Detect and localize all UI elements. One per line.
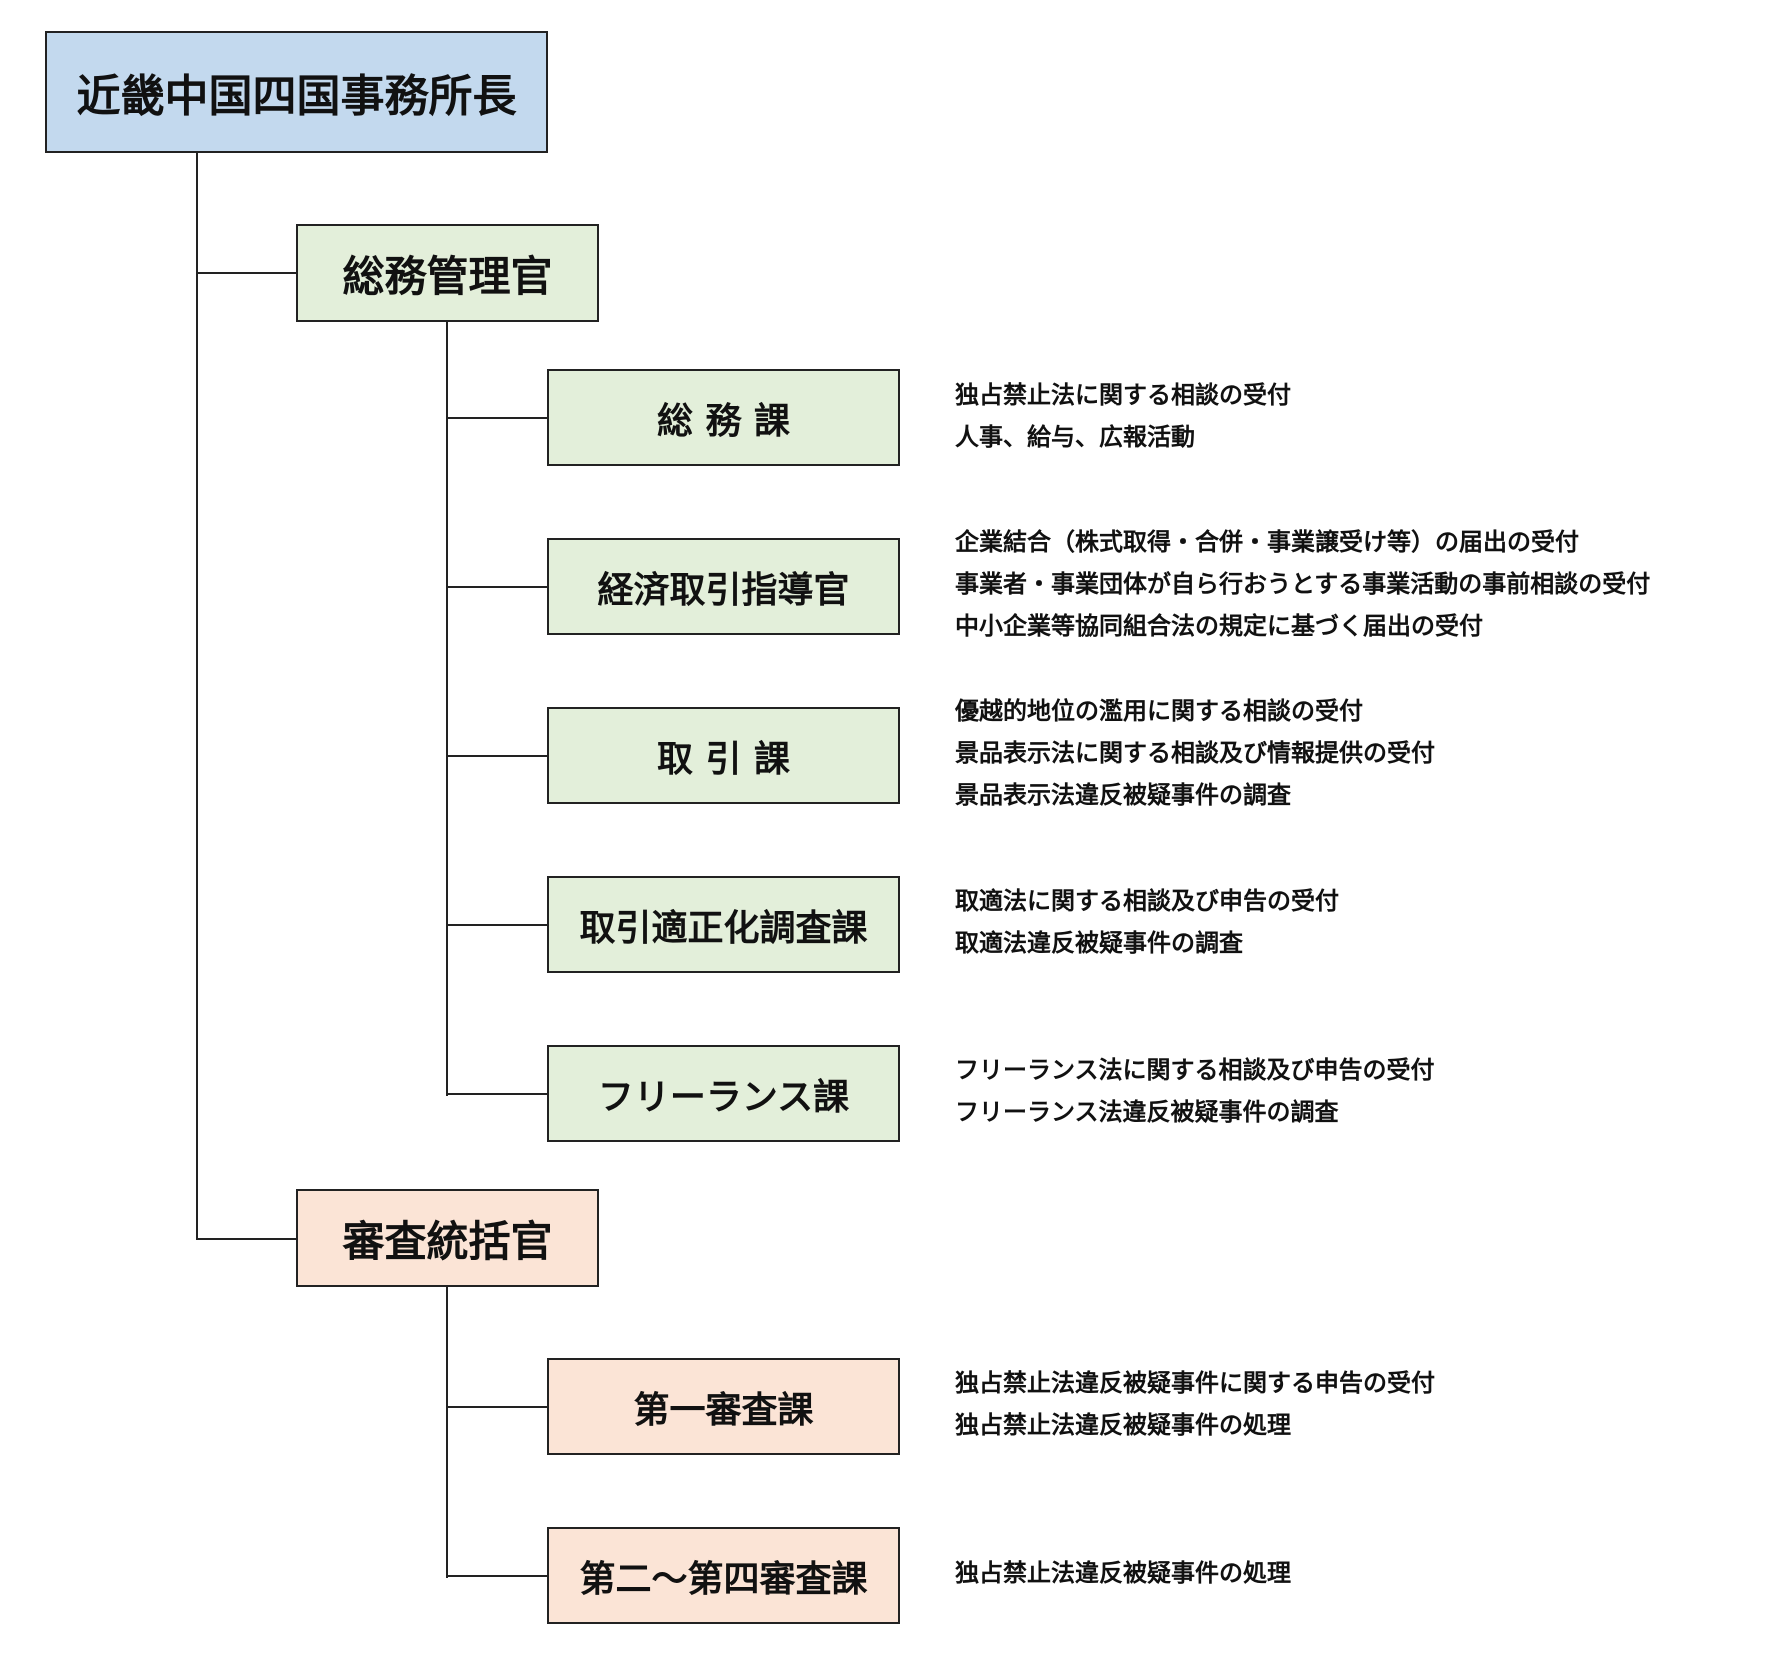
director-box: 近畿中国四国事務所長: [45, 31, 548, 153]
dept-label: フリーランス課: [597, 1076, 850, 1118]
connector-to-review-manager: [196, 1238, 298, 1240]
review-manager-label: 審査統括官: [342, 1216, 553, 1266]
duty-line: 中小企業等協同組合法の規定に基づく届出の受付: [955, 612, 1483, 640]
connector-director-trunk: [196, 152, 198, 1240]
connector-review-dept-1: [446, 1406, 548, 1408]
dept-trade-fairness-investigation: 取引適正化調査課: [547, 876, 900, 973]
duty-line: フリーランス法違反被疑事件の調査: [955, 1098, 1339, 1126]
dept-first-review: 第一審査課: [547, 1358, 900, 1455]
director-label: 近畿中国四国事務所長: [76, 71, 517, 122]
duty-line: 取適法に関する相談及び申告の受付: [955, 887, 1339, 915]
duty-line: 取適法違反被疑事件の調査: [955, 929, 1243, 957]
connector-general-trunk: [446, 322, 448, 1096]
dept-label: 総 務 課: [656, 400, 791, 442]
connector-review-trunk: [446, 1286, 448, 1578]
dept-duties-first-review: 独占禁止法違反被疑事件に関する申告の受付 独占禁止法違反被疑事件の処理: [955, 1362, 1435, 1446]
duty-line: 独占禁止法違反被疑事件の処理: [955, 1411, 1291, 1439]
dept-duties-economic-trade-guidance: 企業結合（株式取得・合併・事業譲受け等）の届出の受付 事業者・事業団体が自ら行お…: [955, 521, 1650, 647]
duty-line: フリーランス法に関する相談及び申告の受付: [955, 1056, 1435, 1084]
dept-duties-trade: 優越的地位の濫用に関する相談の受付 景品表示法に関する相談及び情報提供の受付 景…: [955, 690, 1435, 816]
dept-economic-trade-guidance: 経済取引指導官: [547, 538, 900, 635]
duty-line: 景品表示法に関する相談及び情報提供の受付: [955, 739, 1435, 767]
dept-duties-general-affairs: 独占禁止法に関する相談の受付 人事、給与、広報活動: [955, 374, 1291, 458]
dept-freelance: フリーランス課: [547, 1045, 900, 1142]
general-manager-box: 総務管理官: [296, 224, 599, 322]
connector-general-dept-1: [446, 417, 548, 419]
dept-label: 第二～第四審査課: [579, 1558, 868, 1600]
connector-general-dept-4: [446, 924, 548, 926]
dept-general-affairs: 総 務 課: [547, 369, 900, 466]
duty-line: 人事、給与、広報活動: [955, 423, 1195, 451]
connector-general-dept-2: [446, 586, 548, 588]
connector-general-dept-3: [446, 755, 548, 757]
duty-line: 独占禁止法違反被疑事件の処理: [955, 1559, 1291, 1587]
duty-line: 優越的地位の濫用に関する相談の受付: [955, 697, 1363, 725]
dept-second-to-fourth-review: 第二～第四審査課: [547, 1527, 900, 1624]
duty-line: 独占禁止法に関する相談の受付: [955, 381, 1291, 409]
connector-review-dept-2: [446, 1575, 548, 1577]
dept-trade: 取 引 課: [547, 707, 900, 804]
dept-label: 第一審査課: [633, 1389, 814, 1431]
duty-line: 企業結合（株式取得・合併・事業譲受け等）の届出の受付: [955, 528, 1579, 556]
review-manager-box: 審査統括官: [296, 1189, 599, 1287]
dept-duties-freelance: フリーランス法に関する相談及び申告の受付 フリーランス法違反被疑事件の調査: [955, 1049, 1435, 1133]
dept-duties-trade-fairness-investigation: 取適法に関する相談及び申告の受付 取適法違反被疑事件の調査: [955, 880, 1339, 964]
duty-line: 事業者・事業団体が自ら行おうとする事業活動の事前相談の受付: [955, 570, 1651, 598]
connector-to-general-manager: [196, 272, 298, 274]
duty-line: 独占禁止法違反被疑事件に関する申告の受付: [955, 1369, 1435, 1397]
dept-label: 取 引 課: [656, 738, 791, 780]
duty-line: 景品表示法違反被疑事件の調査: [955, 781, 1291, 809]
dept-duties-second-to-fourth-review: 独占禁止法違反被疑事件の処理: [955, 1552, 1291, 1594]
dept-label: 経済取引指導官: [597, 569, 850, 611]
dept-label: 取引適正化調査課: [579, 907, 868, 949]
general-manager-label: 総務管理官: [342, 251, 553, 301]
connector-general-dept-5: [446, 1093, 548, 1095]
